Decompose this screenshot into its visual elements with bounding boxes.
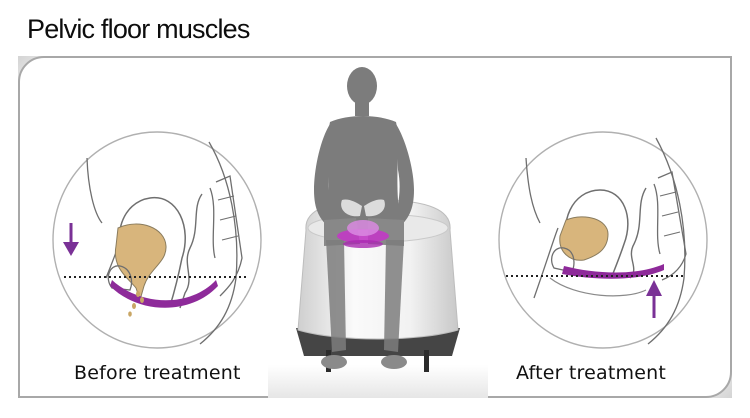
page-title: Pelvic floor muscles [27,14,250,44]
seated-person-on-chair [268,67,488,398]
after-treatment-inset [496,128,712,358]
before-treatment-inset [50,128,266,358]
pelvis-cross-section-before [52,131,262,349]
center-illustration [268,60,488,398]
before-treatment-label: Before treatment [74,362,241,384]
after-treatment-label: After treatment [516,362,666,384]
pelvis-cross-section-after [498,131,708,349]
